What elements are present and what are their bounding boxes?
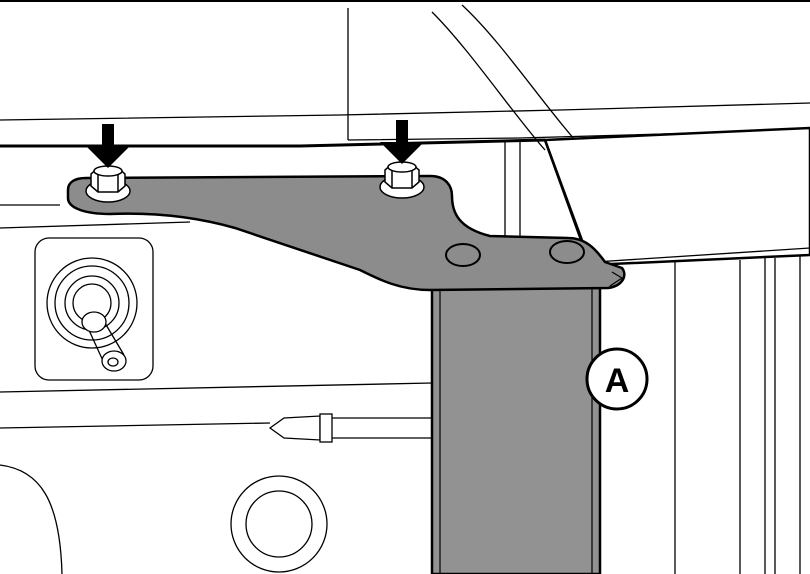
bracket-hole-right: [549, 240, 585, 264]
bracket-hole-left: [445, 243, 481, 267]
connector-pin: [81, 311, 127, 372]
support-column: [430, 278, 602, 574]
body-plug-hole: [230, 475, 328, 573]
mounting-bracket: [66, 174, 626, 292]
hex-bolt-icon: [379, 161, 425, 199]
vehicle-body-outline: [0, 4, 810, 574]
alignment-rod: [268, 413, 432, 443]
connector-housing: [34, 237, 154, 381]
side-sill-panel: [0, 126, 810, 267]
hex-bolt-icon: [85, 165, 131, 203]
down-arrow-icon: [86, 124, 130, 168]
callout-a-label: A: [605, 362, 630, 400]
callout-a: A: [585, 347, 649, 411]
down-arrow-icon: [380, 120, 424, 164]
